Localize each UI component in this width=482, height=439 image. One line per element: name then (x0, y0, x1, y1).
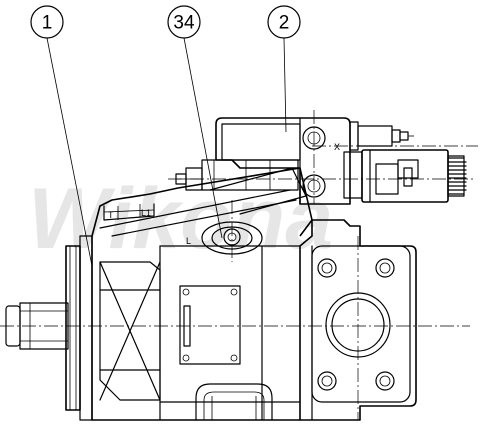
port-label-t: T (108, 210, 114, 220)
part-balloon-2: 2 (267, 5, 301, 39)
balloon-label: 2 (279, 13, 290, 34)
leader-lines (46, 37, 287, 267)
control-valve (175, 117, 467, 215)
port-t-l1-block (103, 203, 155, 221)
part-balloon-1: 1 (30, 5, 64, 39)
port-labels: T L1 L X (108, 142, 340, 246)
port-label-l1: L1 (141, 208, 151, 218)
port-label-l: L (186, 236, 191, 246)
part-balloon-34: 34 (167, 5, 201, 39)
drive-shaft (5, 302, 69, 350)
port-label-x: X (334, 142, 340, 152)
center-lines (0, 110, 478, 420)
balloon-label: 1 (42, 13, 53, 34)
svg-text:Wikona: Wikona (28, 171, 333, 267)
balloon-label: 34 (173, 13, 195, 34)
watermark-logo: Wikona (28, 171, 333, 267)
pump-housing (91, 167, 313, 421)
name-plate (179, 285, 241, 365)
